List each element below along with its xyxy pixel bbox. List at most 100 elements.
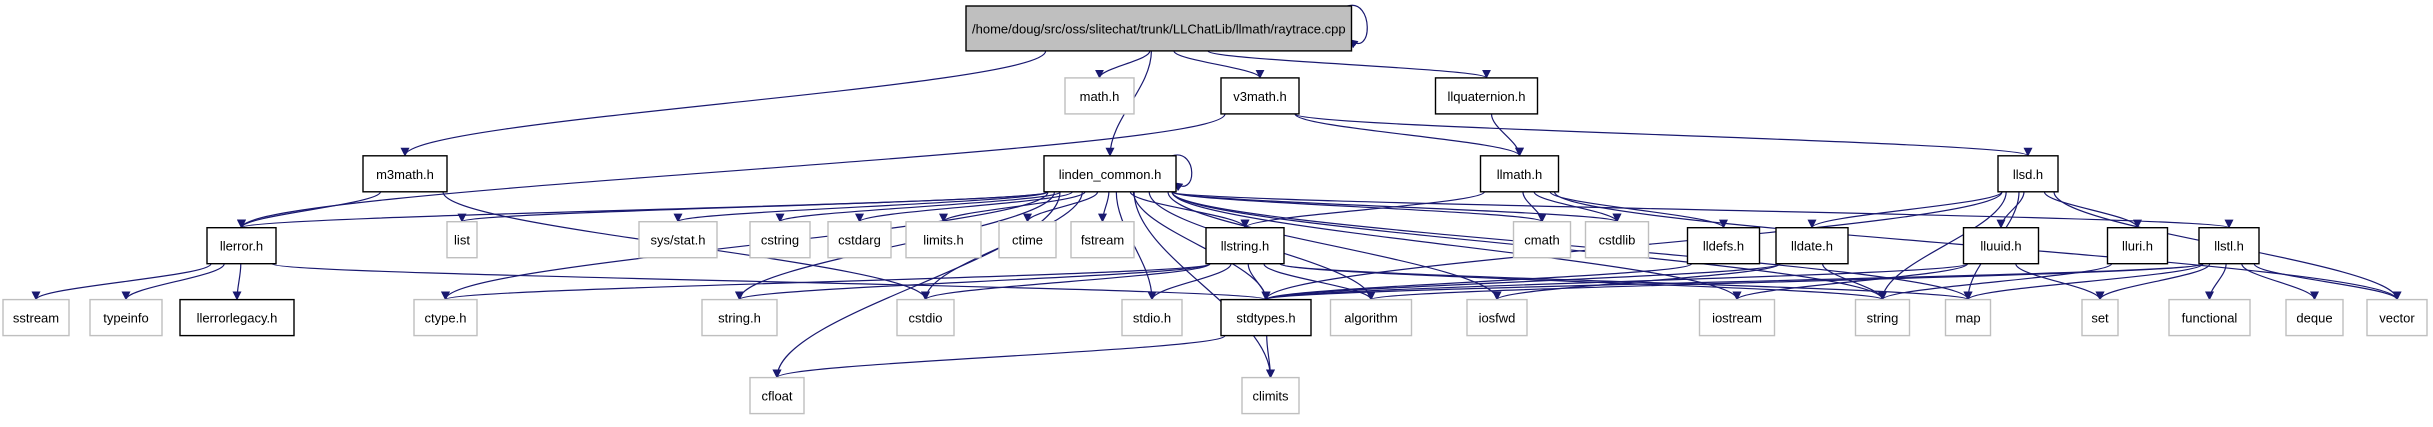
node-label: llerrorlegacy.h — [197, 311, 278, 326]
node-label: cfloat — [761, 389, 792, 404]
edge-root-to-llquat — [1207, 50, 1491, 79]
node-iostream[interactable]: iostream — [1698, 298, 1776, 337]
edge-llstl-to-algorithm — [1367, 263, 2204, 301]
node-lldate-h[interactable]: lldate.h — [1775, 226, 1849, 265]
edge-lcommon-to-cstring — [775, 191, 1062, 223]
edge-lcommon-to-llstl — [1171, 191, 2233, 229]
node-algorithm[interactable]: algorithm — [1329, 298, 1413, 337]
node-label: llstring.h — [1221, 239, 1269, 254]
edge-lluri-to-string — [1878, 263, 2113, 301]
node-math-h[interactable]: math.h — [1064, 77, 1135, 115]
node-ctype-h[interactable]: ctype.h — [413, 298, 478, 337]
node-label: map — [1955, 311, 1980, 326]
node-string[interactable]: string — [1854, 298, 1911, 337]
node-label: limits.h — [923, 233, 963, 248]
edge-root-to-m3math — [400, 50, 1047, 157]
node-sstream[interactable]: sstream — [2, 298, 70, 337]
node-vector[interactable]: vector — [2366, 298, 2428, 337]
node-box — [965, 5, 1353, 52]
node-box — [749, 220, 811, 259]
node-set[interactable]: set — [2081, 298, 2119, 337]
edge-lluuid-to-stdtypes — [1261, 263, 1969, 301]
node-typeinfo[interactable]: typeinfo — [89, 298, 163, 337]
node-llerror-h[interactable]: llerror.h — [206, 226, 277, 265]
node-lluri-h[interactable]: lluri.h — [2106, 226, 2169, 265]
node-llsd-h[interactable]: llsd.h — [1997, 155, 2059, 193]
node-string-h[interactable]: string.h — [701, 298, 778, 337]
edge-llstl-to-vector — [2253, 263, 2402, 301]
node-llmath-h[interactable]: llmath.h — [1479, 155, 1560, 193]
node-limits-h[interactable]: limits.h — [905, 220, 982, 259]
node-label: llerror.h — [220, 239, 263, 254]
edge-llstring-to-stdtypes — [1247, 263, 1271, 301]
node-cstdio[interactable]: cstdio — [896, 298, 955, 337]
node-map[interactable]: map — [1944, 298, 1992, 337]
node-box — [2106, 226, 2169, 265]
node-stdio-h[interactable]: stdio.h — [1121, 298, 1183, 337]
node-cmath[interactable]: cmath — [1512, 220, 1572, 259]
edge-llstring-to-string_h — [735, 263, 1211, 301]
edge-root-to-root — [1347, 4, 1368, 49]
edge-lcommon-to-iosfwd — [1167, 191, 1502, 301]
edge-llstring-to-cstdio — [921, 263, 1211, 301]
edge-llerror-to-typeinfo — [121, 263, 225, 301]
node-box — [905, 220, 982, 259]
node-label: llquaternion.h — [1447, 89, 1525, 104]
node-llquaternion-h[interactable]: llquaternion.h — [1434, 77, 1539, 115]
node-deque[interactable]: deque — [2285, 298, 2344, 337]
node-label: stdio.h — [1133, 311, 1171, 326]
node-box — [89, 298, 163, 337]
edge-lldefs-to-stdtypes — [1261, 263, 1693, 301]
node-lluuid-h[interactable]: lluuid.h — [1962, 226, 2040, 265]
node-box — [1121, 298, 1183, 337]
node-label: cstring — [761, 233, 799, 248]
node-iosfwd[interactable]: iosfwd — [1466, 298, 1528, 337]
edge-v3math-to-llsd — [1294, 113, 2033, 157]
node-box — [1241, 376, 1300, 415]
node-box — [2285, 298, 2344, 337]
node-v3math-h[interactable]: v3math.h — [1220, 77, 1300, 115]
node-stdtypes-h[interactable]: stdtypes.h — [1220, 298, 1312, 337]
node-box — [2168, 298, 2251, 337]
node-m3math-h[interactable]: m3math.h — [362, 155, 448, 193]
node-climits[interactable]: climits — [1241, 376, 1300, 415]
node-list[interactable]: list — [446, 220, 478, 259]
node-llstring-h[interactable]: llstring.h — [1205, 226, 1285, 265]
edge-llsd-to-string — [1878, 191, 2007, 301]
edge-llmath-to-llstring — [1240, 191, 1486, 229]
node-functional[interactable]: functional — [2168, 298, 2251, 337]
edge-llerror-to-llerrorlegacy — [232, 263, 242, 301]
node-box — [998, 220, 1057, 259]
edge-lcommon-to-string_h — [735, 191, 1055, 301]
edge-llstl-to-deque — [2241, 263, 2319, 301]
edge-stdtypes-to-climits — [1265, 335, 1275, 379]
edge-llmath-to-cmath — [1522, 191, 1547, 223]
node-ctime[interactable]: ctime — [998, 220, 1057, 259]
node-cstdarg[interactable]: cstdarg — [827, 220, 892, 259]
node-label: lldefs.h — [1703, 239, 1744, 254]
node-home-doug-src-oss-slitechat-trunk-llchatlib-llmath-raytrace-cpp[interactable]: /home/doug/src/oss/slitechat/trunk/LLCha… — [965, 5, 1353, 52]
node-lldefs-h[interactable]: lldefs.h — [1686, 226, 1761, 265]
node-box — [1070, 220, 1135, 259]
node-label: lluuid.h — [1980, 239, 2021, 254]
edge-stdtypes-to-cfloat — [772, 335, 1226, 379]
node-label: m3math.h — [376, 167, 434, 182]
node-label: cstdarg — [838, 233, 881, 248]
node-cstdlib[interactable]: cstdlib — [1584, 220, 1650, 259]
node-fstream[interactable]: fstream — [1070, 220, 1135, 259]
node-label: math.h — [1080, 89, 1120, 104]
node-box — [2198, 226, 2260, 265]
node-llerrorlegacy-h[interactable]: llerrorlegacy.h — [179, 298, 295, 337]
node-cfloat[interactable]: cfloat — [749, 376, 805, 415]
edge-lcommon-to-sysstat — [673, 191, 1049, 223]
edge-llstl-to-functional — [2205, 263, 2227, 301]
node-box — [1434, 77, 1539, 115]
edge-lcommon-to-fstream — [1098, 191, 1110, 223]
node-sys-stat-h[interactable]: sys/stat.h — [638, 220, 718, 259]
edge-llstring-to-ctype — [441, 263, 1211, 301]
node-llstl-h[interactable]: llstl.h — [2198, 226, 2260, 265]
node-cstring[interactable]: cstring — [749, 220, 811, 259]
node-linden-common-h[interactable]: linden_common.h — [1043, 155, 1177, 193]
node-label: sstream — [13, 311, 59, 326]
node-box — [1962, 226, 2040, 265]
